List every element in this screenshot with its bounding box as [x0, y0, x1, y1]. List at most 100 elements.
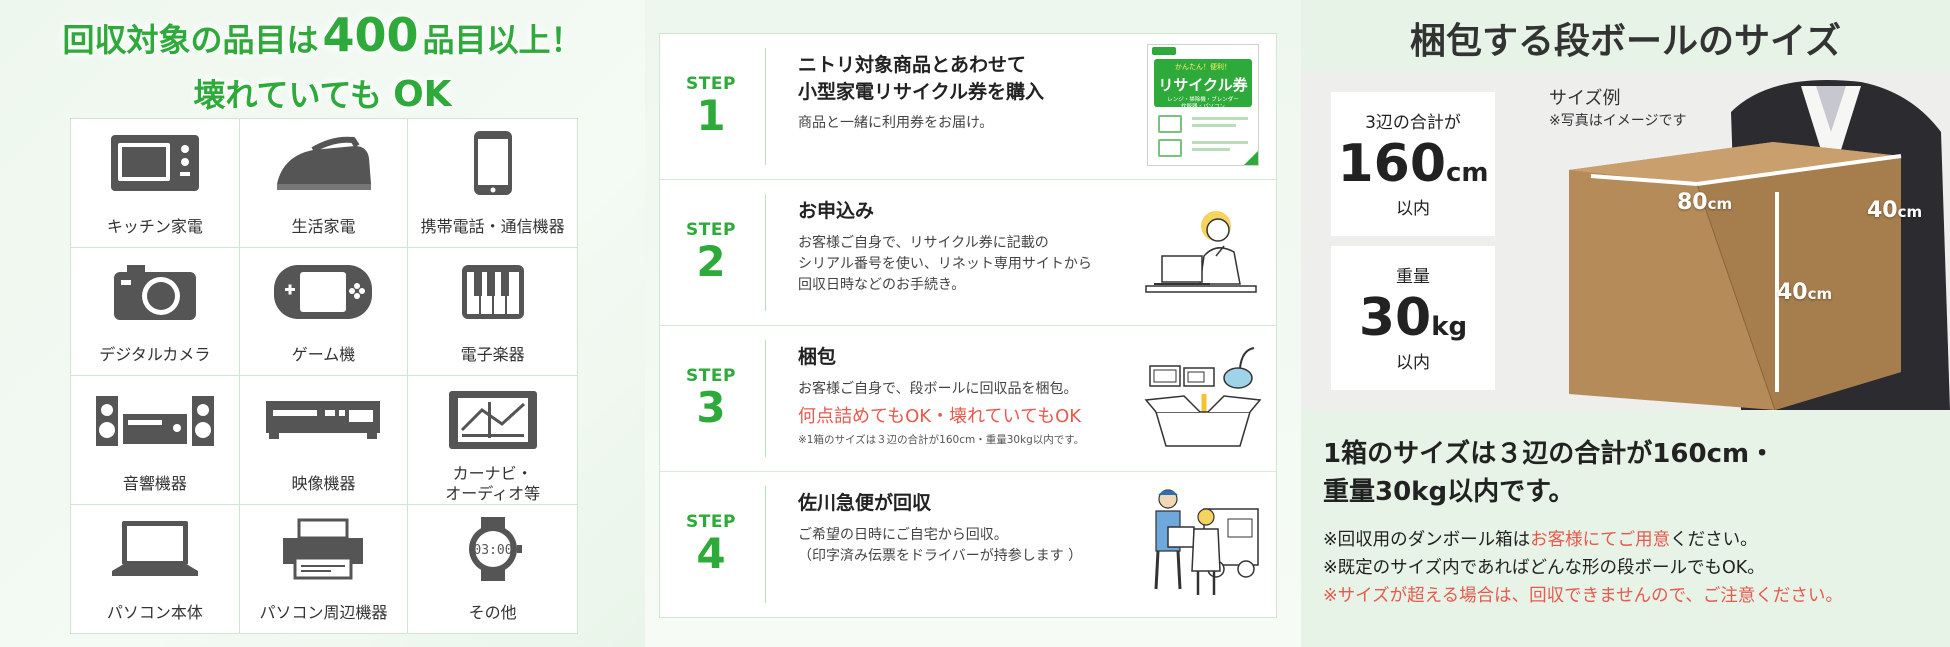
box-height-label: 40cm — [1777, 280, 1832, 305]
note-highlight: お客様にてご用意 — [1530, 530, 1671, 550]
weight-spec-sub: 以内 — [1396, 352, 1430, 373]
weight-spec-card: 重量 30kg 以内 — [1331, 246, 1495, 390]
step-number: STEP 4 — [672, 472, 750, 617]
size-spec-value: 160cm — [1331, 137, 1495, 192]
recycle-ticket-illustration: かんたん！便利！ リサイクル券 レンジ・掃除機・ブレンダー 炊飯器・パソコン — [1144, 42, 1262, 168]
box-size-photo: 3辺の合計が 160cm 以内 重量 30kg 以内 サイズ例 ※写真はイメージ… — [1301, 72, 1950, 410]
step-description: お客様ご自身で、段ボールに回収品を梱包。 — [798, 380, 1078, 397]
step-digit: 2 — [696, 237, 726, 287]
category-video: 映像機器 — [239, 376, 409, 505]
step-description: ご希望の日時にご自宅から回収。 （印字済み伝票をドライバーが持参します ） — [798, 526, 1083, 564]
size-spec-sub: 以内 — [1396, 198, 1430, 219]
stereo-icon — [71, 376, 239, 464]
category-grid: キッチン家電 生活家電 携帯電話・通信機器 デジタルカメラ — [70, 118, 578, 634]
ticket-subtext: レンジ・掃除機・ブレンダー 炊飯器・パソコン — [1167, 97, 1239, 110]
category-label: 携帯電話・通信機器 — [420, 216, 565, 236]
box-size-title: 梱包する段ボールのサイズ — [1410, 21, 1841, 62]
step-digit: 3 — [696, 383, 726, 433]
category-label: 映像機器 — [291, 473, 356, 493]
watch-icon: 03:00 — [408, 505, 577, 593]
note-customer-prepare: ※回収用のダンボール箱はお客様にてご用意ください。 — [1323, 526, 1843, 554]
category-camera: デジタルカメラ — [71, 247, 240, 376]
step-title: ニトリ対象商品とあわせて 小型家電リサイクル券を購入 — [798, 54, 1045, 103]
step-label: STEP — [686, 366, 736, 387]
category-label: カーナビ・ オーディオ等 — [445, 463, 541, 503]
camera-icon — [71, 248, 239, 336]
step-number: STEP 3 — [672, 326, 750, 471]
size-spec-unit: cm — [1446, 158, 1489, 188]
step-description: お客様ご自身で、リサイクル券に記載の シリアル番号を使い、リネット専用サイトから… — [798, 234, 1092, 293]
category-label: ゲーム機 — [291, 345, 356, 365]
category-other: 03:00 その他 — [408, 505, 577, 634]
step-description: 商品と一緒に利用券をお届け。 — [798, 115, 994, 132]
size-spec-caption: 3辺の合計が — [1365, 113, 1461, 133]
note-text: ※回収用のダンボール箱は — [1323, 530, 1531, 550]
step-body: 佐川急便が回収 ご希望の日時にご自宅から回収。 （印字済み伝票をドライバーが持参… — [798, 490, 1138, 567]
category-kitchen: キッチン家電 — [71, 119, 240, 248]
items-count: 400 — [322, 8, 419, 62]
box-width-unit: cm — [1707, 195, 1733, 213]
box-width-value: 80 — [1677, 190, 1708, 215]
broken-ok-text: 壊れていても — [193, 76, 382, 114]
ok-text: OK — [393, 74, 452, 115]
courier-pickup-illustration — [1144, 480, 1262, 606]
weight-spec-number: 30 — [1358, 288, 1432, 348]
items-headline-suffix: 品目以上！ — [422, 21, 583, 59]
image-note: ※写真はイメージです — [1549, 113, 1687, 129]
step-body: 梱包 お客様ご自身で、段ボールに回収品を梱包。 何点詰めてもOK・壊れていてもO… — [798, 344, 1138, 447]
category-game: ゲーム機 — [239, 247, 409, 376]
size-example-label: サイズ例 — [1549, 88, 1621, 109]
category-label: パソコン周辺機器 — [259, 602, 388, 622]
step-2: STEP 2 お申込み お客様ご自身で、リサイクル券に記載の シリアル番号を使い… — [660, 180, 1276, 326]
video-player-icon — [240, 376, 408, 464]
smartphone-icon — [408, 119, 577, 207]
step-body: お申込み お客様ご自身で、リサイクル券に記載の シリアル番号を使い、リネット専用… — [798, 198, 1138, 296]
box-width-label: 80cm — [1677, 190, 1732, 215]
packing-box-illustration — [1144, 334, 1262, 460]
category-label: パソコン本体 — [106, 602, 203, 622]
step-divider — [765, 486, 766, 603]
category-household: 生活家電 — [239, 119, 409, 248]
items-subheadline: 壊れていても OK — [0, 70, 645, 116]
step-divider — [765, 340, 766, 457]
person-holding-box-image — [1301, 72, 1950, 410]
category-audio: 音響機器 — [71, 376, 240, 505]
step-title: 梱包 — [798, 346, 837, 368]
step-label: STEP — [686, 512, 736, 533]
step-note: ※1箱のサイズは３辺の合計が160cm・重量30kg以内です。 — [798, 433, 1085, 446]
step-body: ニトリ対象商品とあわせて 小型家電リサイクル券を購入 商品と一緒に利用券をお届け… — [798, 52, 1138, 134]
iron-icon — [240, 119, 408, 207]
weight-spec-unit: kg — [1431, 312, 1468, 342]
category-car-nav: カーナビ・ オーディオ等 — [408, 376, 577, 505]
step-digit: 1 — [696, 91, 726, 141]
step-divider — [765, 48, 766, 165]
box-size-panel: 梱包する段ボールのサイズ 3辺の合計が 160cm 以内 重量 30kg 以内 … — [1301, 0, 1950, 647]
step-number: STEP 2 — [672, 180, 750, 325]
step-divider — [765, 194, 766, 311]
microwave-icon — [71, 119, 239, 207]
game-console-icon — [240, 248, 408, 336]
step-3: STEP 3 梱包 お客様ご自身で、段ボールに回収品を梱包。 何点詰めてもOK・… — [660, 326, 1276, 472]
step-digit: 4 — [696, 529, 726, 579]
size-spec-number: 160 — [1337, 134, 1447, 194]
step-title: お申込み — [798, 200, 875, 222]
ticket-title: リサイクル券 — [1158, 76, 1248, 94]
box-depth-unit: cm — [1897, 203, 1923, 221]
category-label: 音響機器 — [122, 473, 187, 493]
box-size-notes: ※回収用のダンボール箱はお客様にてご用意ください。 ※既定のサイズ内であればどん… — [1323, 526, 1843, 610]
printer-icon — [240, 505, 408, 593]
step-highlight: 何点詰めてもOK・壊れていてもOK — [798, 405, 1082, 427]
category-label: その他 — [468, 602, 517, 622]
step-number: STEP 1 — [672, 34, 750, 179]
step-title: 佐川急便が回収 — [798, 492, 932, 514]
weight-spec-value: 30kg — [1331, 291, 1495, 346]
size-spec-card: 3辺の合計が 160cm 以内 — [1331, 92, 1495, 236]
category-pc-peripheral: パソコン周辺機器 — [240, 504, 409, 633]
step-label: STEP — [686, 74, 736, 95]
box-height-value: 40 — [1777, 280, 1808, 305]
note-oversize-warning: ※サイズが超える場合は、回収できませんので、ご注意ください。 — [1323, 586, 1843, 606]
woman-at-laptop-illustration — [1144, 188, 1262, 314]
svg-text:03:00: 03:00 — [473, 543, 512, 558]
